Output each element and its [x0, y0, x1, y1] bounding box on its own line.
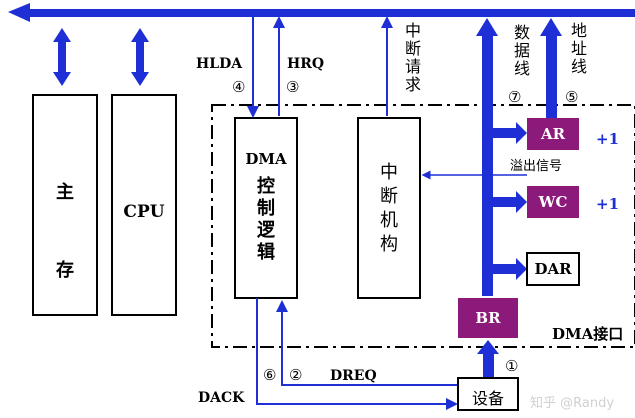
dreq-label: DREQ [330, 368, 377, 384]
interrupt-char-3: 机 [380, 210, 398, 231]
dar-label: DAR [534, 260, 572, 278]
dma-interface-boundary [211, 104, 635, 348]
interrupt-char-1: 中 [380, 162, 398, 183]
device-to-br-arrow [477, 340, 499, 378]
wc-label: WC [538, 193, 568, 211]
dack-line [256, 298, 458, 410]
step-4-label: ④ [232, 78, 246, 96]
hlda-label: HLDA [196, 56, 243, 72]
main-memory-label-2: 存 [56, 260, 74, 281]
dreq-line [276, 300, 458, 386]
interrupt-char-2: 断 [380, 186, 398, 207]
dma-logic-char-4: 辑 [257, 242, 275, 263]
overflow-signal-label: 溢出信号 [510, 159, 563, 174]
main-memory-label-1: 主 [56, 182, 74, 203]
memory-bus-arrow [53, 28, 71, 86]
dma-interface-label: DMA接口 [552, 325, 624, 343]
watermark: 知乎 @Randy [530, 396, 615, 411]
step-5-label: ⑤ [565, 88, 579, 106]
interrupt-char-4: 构 [380, 234, 398, 255]
data-to-ar-arrow [493, 122, 527, 144]
data-to-wc-arrow [493, 191, 527, 213]
br-label: BR [475, 309, 501, 327]
address-line-label: 地址线 [568, 22, 587, 76]
step-3-label: ③ [286, 78, 300, 96]
hrq-label: HRQ [287, 56, 325, 72]
interrupt-box [357, 117, 421, 299]
data-line-label: 数据线 [511, 24, 530, 78]
br-register [458, 298, 518, 338]
dma-logic-box [234, 117, 298, 299]
dar-register [526, 252, 580, 286]
dma-logic-title: DMA [245, 150, 287, 168]
wc-register [527, 186, 579, 218]
cpu-bus-arrow [131, 28, 149, 86]
step-7-label: ⑦ [508, 88, 522, 106]
dma-logic-char-3: 逻 [257, 220, 275, 241]
cpu-label: CPU [123, 202, 165, 222]
dack-label: DACK [198, 390, 245, 406]
dma-logic-char-1: 控 [257, 176, 275, 197]
data-to-dar-arrow [493, 258, 527, 280]
main-memory-box [32, 94, 98, 316]
dma-logic-char-2: 制 [257, 198, 275, 219]
step-1-label: ① [505, 357, 519, 375]
system-bus [8, 3, 635, 22]
interrupt-request-label: 中断请求 [402, 22, 421, 94]
wc-increment-label: +1 [596, 195, 620, 213]
ar-increment-label: +1 [596, 130, 620, 148]
device-box [457, 377, 519, 411]
ar-label: AR [540, 125, 566, 143]
address-bus [540, 18, 562, 118]
step-2-label: ② [289, 366, 303, 384]
cpu-box [111, 94, 177, 316]
step-6-label: ⑥ [263, 366, 277, 384]
data-bus [476, 18, 498, 296]
device-label: 设备 [471, 389, 504, 408]
ar-register [527, 118, 579, 150]
